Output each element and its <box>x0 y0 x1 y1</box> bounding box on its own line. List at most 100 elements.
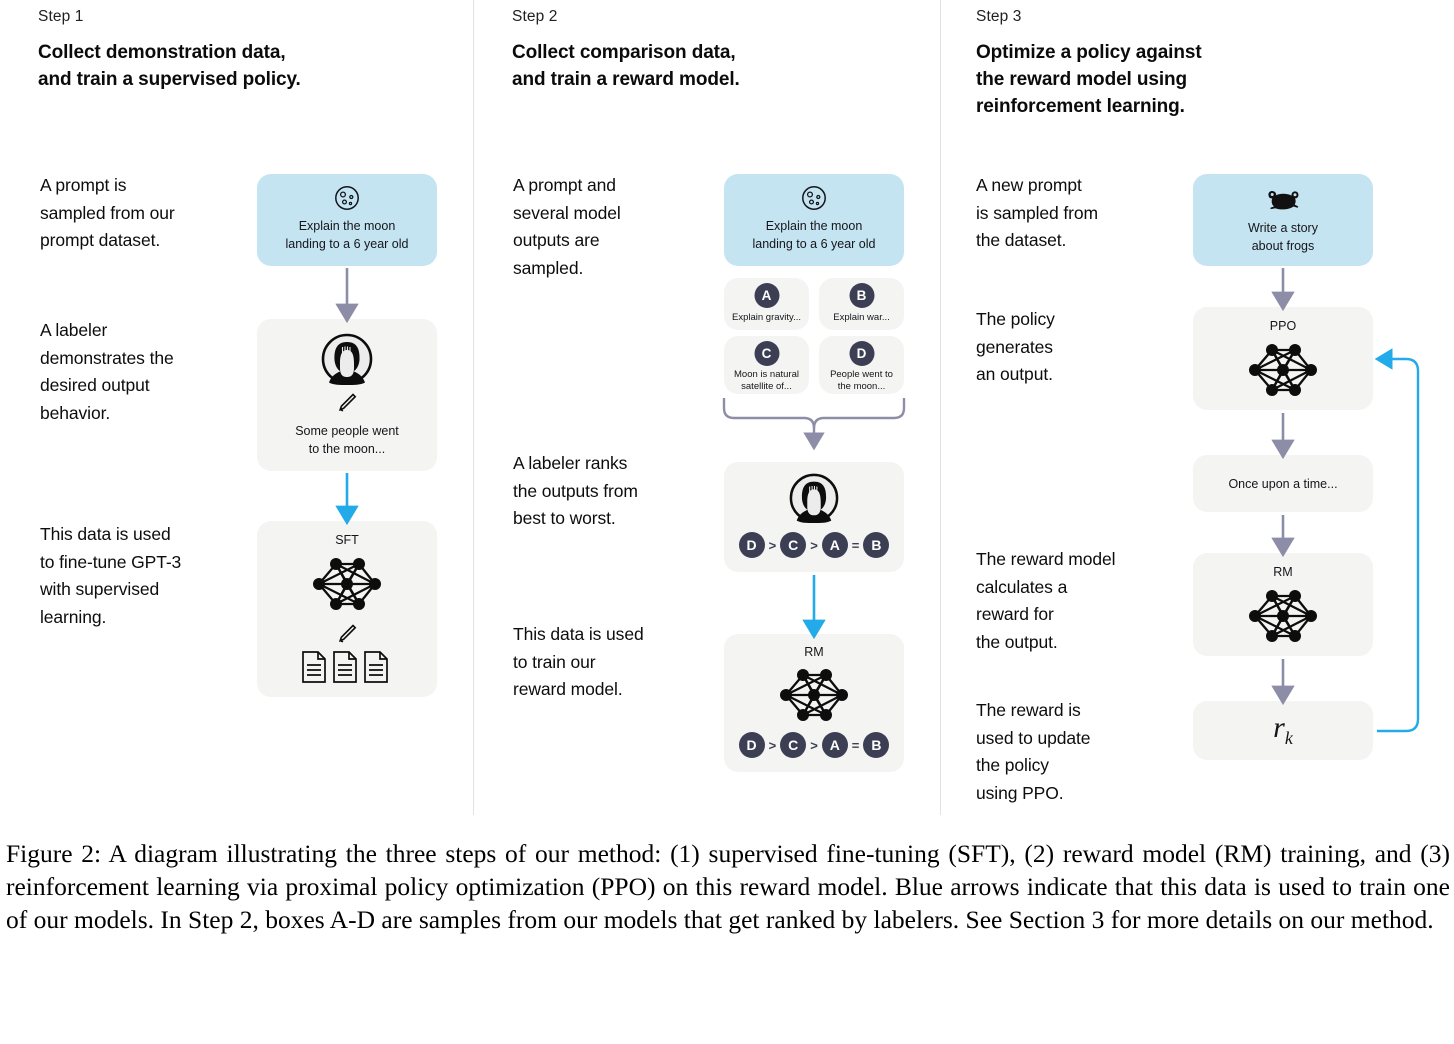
neural-network-icon <box>1244 339 1322 406</box>
reward-value: rk <box>1193 711 1373 749</box>
frog-icon <box>1266 186 1300 217</box>
rank-op-3: = <box>851 737 860 753</box>
step-3-column: Step 3 Optimize a policy against the rew… <box>941 0 1454 826</box>
rank-badge-2: C <box>780 732 807 758</box>
step-2-rm-label: RM <box>804 645 824 659</box>
neural-network-icon <box>308 553 386 620</box>
neural-network-icon <box>775 664 853 731</box>
sample-box-d: D People went to the moon... <box>819 336 904 394</box>
step-2-label: Step 2 <box>512 8 558 25</box>
step-3-caption-1: A new prompt is sampled from the dataset… <box>976 175 1099 251</box>
pencil-icon <box>336 392 358 419</box>
step-1-title-line-2: and train a supervised policy. <box>38 68 301 90</box>
step-3-caption-3: The reward model calculates a reward for… <box>976 549 1116 652</box>
neural-network-icon <box>1244 585 1322 652</box>
step-3-output-box: Once upon a time... <box>1193 455 1373 512</box>
reward-symbol: r <box>1273 711 1285 744</box>
figure-caption: Figure 2: A diagram illustrating the thr… <box>6 839 1450 934</box>
rlhf-method-diagram: Step 1 Collect demonstration data, and t… <box>0 0 1454 826</box>
step-3-label: Step 3 <box>976 8 1022 25</box>
step-1-label: Step 1 <box>38 8 84 25</box>
step-1-prompt-box: Explain the moon landing to a 6 year old <box>257 174 437 266</box>
rank-badge-3: A <box>821 732 848 758</box>
step-2-caption-2: A labeler ranks the outputs from best to… <box>513 453 638 529</box>
rank-badge-1: D <box>738 532 765 558</box>
sample-badge-d: D <box>849 341 874 366</box>
step-3-caption-4: The reward is used to update the policy … <box>976 700 1091 803</box>
step-3-rm-label: RM <box>1273 565 1293 579</box>
step-1-labeler-line-2: to the moon... <box>308 442 386 456</box>
step-2-caption-1: A prompt and several model outputs are s… <box>513 175 621 278</box>
step-3-title: Optimize a policy against the reward mod… <box>976 40 1396 121</box>
step-1-sft-label: SFT <box>335 533 359 547</box>
sample-badge-b: B <box>849 283 874 308</box>
step-1-caption-1: A prompt is sampled from our prompt data… <box>40 175 175 251</box>
step-3-ppo-box: PPO <box>1193 307 1373 410</box>
step-3-title-line-2: the reward model using <box>976 68 1188 90</box>
sample-text-b: Explain war... <box>833 312 890 323</box>
sample-text-c: Moon is natural satellite of... <box>734 369 799 392</box>
step-2-title-line-1: Collect comparison data, <box>512 42 736 63</box>
step-1-prompt-line-2: landing to a 6 year old <box>285 237 409 251</box>
step-3-title-line-1: Optimize a policy against <box>976 42 1202 63</box>
step-3-caption-2: The policy generates an output. <box>976 309 1055 385</box>
rank-op-2: > <box>810 537 818 553</box>
step-2-prompt-line-1: Explain the moon <box>765 219 863 233</box>
documents-icon <box>300 650 394 689</box>
step-3-title-line-3: reinforcement learning. <box>976 95 1185 117</box>
ranking-row-labeler: D > C > A = B <box>724 532 904 558</box>
step-2-prompt-box: Explain the moon landing to a 6 year old <box>724 174 904 266</box>
step-3-reward-value-box: rk <box>1193 701 1373 760</box>
step-2-ranking-box: D > C > A = B <box>724 462 904 572</box>
step-1-labeler-line-1: Some people went <box>295 424 399 438</box>
rank-badge-1: D <box>738 732 765 758</box>
step-1-column: Step 1 Collect demonstration data, and t… <box>0 0 473 826</box>
step-3-reward-model-box: RM <box>1193 553 1373 656</box>
step-2-prompt-line-2: landing to a 6 year old <box>752 237 876 251</box>
rank-badge-3: A <box>821 532 848 558</box>
rank-op-1: > <box>768 537 777 553</box>
step-3-prompt-line-2: about frogs <box>1251 239 1315 253</box>
ranking-row-reward: D > C > A = B <box>724 732 904 758</box>
rank-badge-2: C <box>780 532 807 558</box>
column-divider-2 <box>940 0 941 815</box>
moon-icon <box>333 184 361 217</box>
moon-icon <box>800 184 828 217</box>
sample-badge-c: C <box>754 341 779 366</box>
labeler-avatar-icon <box>321 333 373 390</box>
step-2-reward-model-box: RM <box>724 634 904 772</box>
arrow-reward-feedback-loop <box>1374 348 1420 733</box>
rank-op-2: > <box>810 737 818 753</box>
step-1-title: Collect demonstration data, and train a … <box>38 40 438 94</box>
pencil-icon <box>336 623 358 650</box>
step-3-ppo-label: PPO <box>1269 319 1297 333</box>
sample-box-b: B Explain war... <box>819 278 904 330</box>
step-1-labeler-box: Some people went to the moon... <box>257 319 437 471</box>
brace-left <box>722 398 825 451</box>
step-1-title-line-1: Collect demonstration data, <box>38 42 286 63</box>
rank-badge-4: B <box>863 532 890 558</box>
step-2-title: Collect comparison data, and train a rew… <box>512 40 912 94</box>
rank-op-3: = <box>851 537 860 553</box>
step-2-title-line-2: and train a reward model. <box>512 68 740 90</box>
step-2-column: Step 2 Collect comparison data, and trai… <box>474 0 940 826</box>
step-1-caption-3: This data is used to fine-tune GPT-3 wit… <box>40 524 182 627</box>
column-divider-1 <box>473 0 474 815</box>
rank-op-1: > <box>768 737 777 753</box>
sample-box-c: C Moon is natural satellite of... <box>724 336 809 394</box>
sample-text-d: People went to the moon... <box>830 369 893 392</box>
sample-badge-a: A <box>754 283 779 308</box>
step-3-prompt-box: Write a story about frogs <box>1193 174 1373 266</box>
step-1-caption-2: A labeler demonstrates the desired outpu… <box>40 320 174 423</box>
step-3-output-text: Once upon a time... <box>1228 477 1338 491</box>
step-1-sft-box: SFT <box>257 521 437 697</box>
step-2-caption-3: This data is used to train our reward mo… <box>513 624 644 700</box>
step-3-prompt-line-1: Write a story <box>1248 221 1318 235</box>
reward-subscript: k <box>1284 728 1293 748</box>
labeler-avatar-icon <box>789 473 839 528</box>
step-1-prompt-line-1: Explain the moon <box>298 219 396 233</box>
brace-right <box>812 398 906 429</box>
sample-box-a: A Explain gravity... <box>724 278 809 330</box>
sample-text-a: Explain gravity... <box>732 312 801 323</box>
rank-badge-4: B <box>863 732 890 758</box>
